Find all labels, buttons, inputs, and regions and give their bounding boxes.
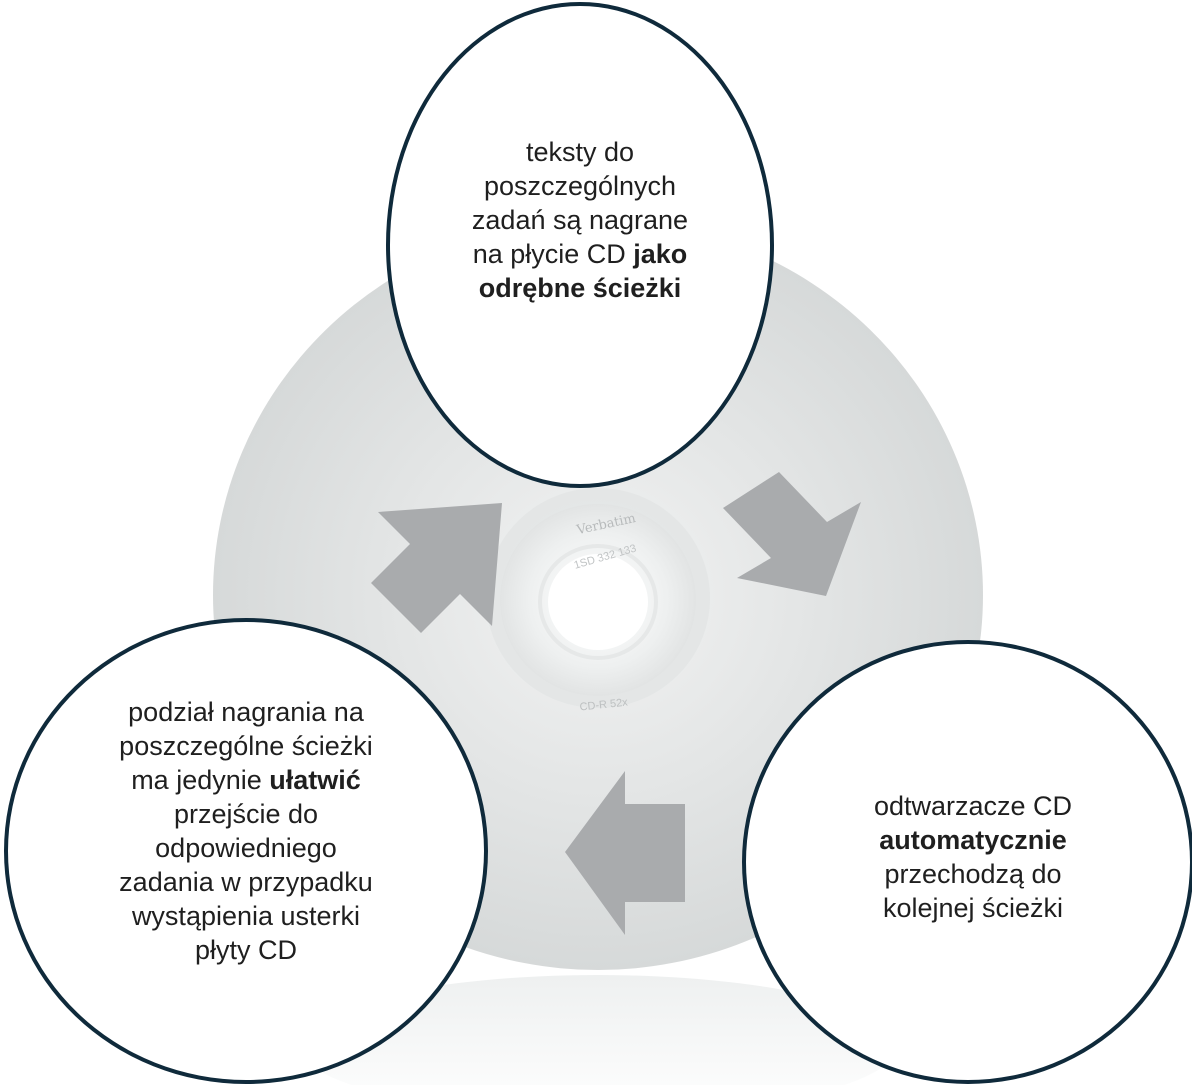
node-right-text-regular-2: przechodzą do kolejnej ścieżki <box>882 859 1064 923</box>
node-left-text-regular-1: podział nagrania na poszczególne ścieżki… <box>119 697 373 795</box>
node-right-text: odtwarzacze CD automatycznie przechodzą … <box>843 789 1103 925</box>
node-left-text-bold: ułatwić <box>269 765 361 795</box>
arrow-up-right-icon <box>371 503 502 633</box>
circle-node-right: odtwarzacze CD automatycznie przechodzą … <box>742 640 1192 1084</box>
disc-center-ring <box>538 544 658 660</box>
node-top-text-regular: teksty do poszczególnych zadań są nagran… <box>471 137 689 269</box>
circle-node-top: teksty do poszczególnych zadań są nagran… <box>386 2 774 488</box>
node-right-text-regular-1: odtwarzacze CD <box>873 791 1073 821</box>
node-right-text-bold: automatycznie <box>879 825 1067 855</box>
disc-center-hole <box>548 554 648 650</box>
arrow-left-icon <box>565 771 685 935</box>
node-left-text: podział nagrania na poszczególne ścieżki… <box>116 695 376 967</box>
node-top-text: teksty do poszczególnych zadań są nagran… <box>460 135 700 305</box>
disc-reflection <box>298 975 898 1085</box>
disc-format-label: CD-R 52x <box>579 696 629 713</box>
circle-node-left: podział nagrania na poszczególne ścieżki… <box>4 618 488 1084</box>
node-left-text-regular-2: przejście do odpowiedniego zadania w prz… <box>119 799 373 965</box>
arrow-down-right-icon <box>723 472 861 596</box>
node-top-text-bold: jako odrębne ścieżki <box>478 239 688 303</box>
